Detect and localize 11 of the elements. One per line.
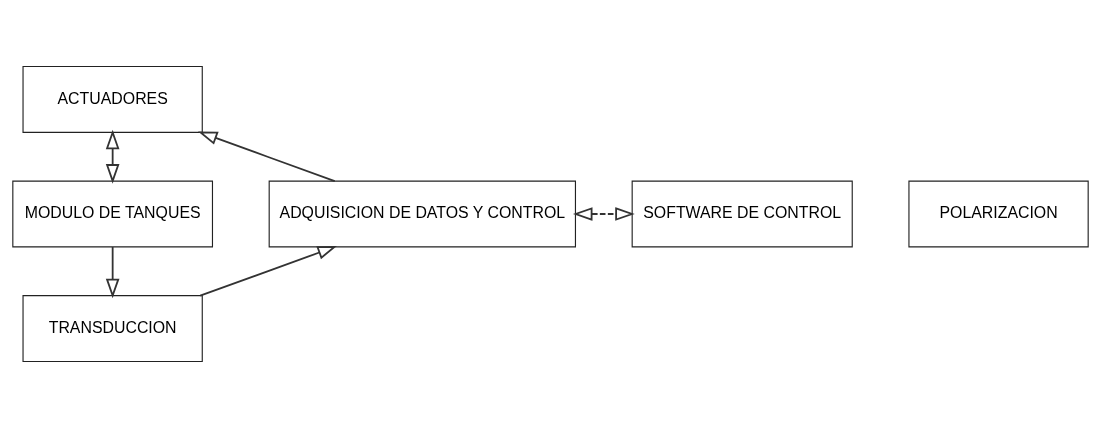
node-box: SOFTWARE DE CONTROL: [631, 180, 853, 248]
node-box: MODULO DE TANQUES: [12, 180, 214, 248]
arrow: [105, 129, 120, 184]
node-box: ACTUADORES: [22, 65, 203, 133]
arrow: [105, 246, 120, 299]
arrow: [199, 246, 337, 297]
arrow: [573, 207, 635, 221]
node-box: TRANSDUCCION: [22, 295, 203, 363]
arrow: [198, 131, 336, 182]
node-box: POLARIZACION: [908, 180, 1089, 248]
node-box: ADQUISICION DE DATOS Y CONTROL: [268, 180, 577, 248]
